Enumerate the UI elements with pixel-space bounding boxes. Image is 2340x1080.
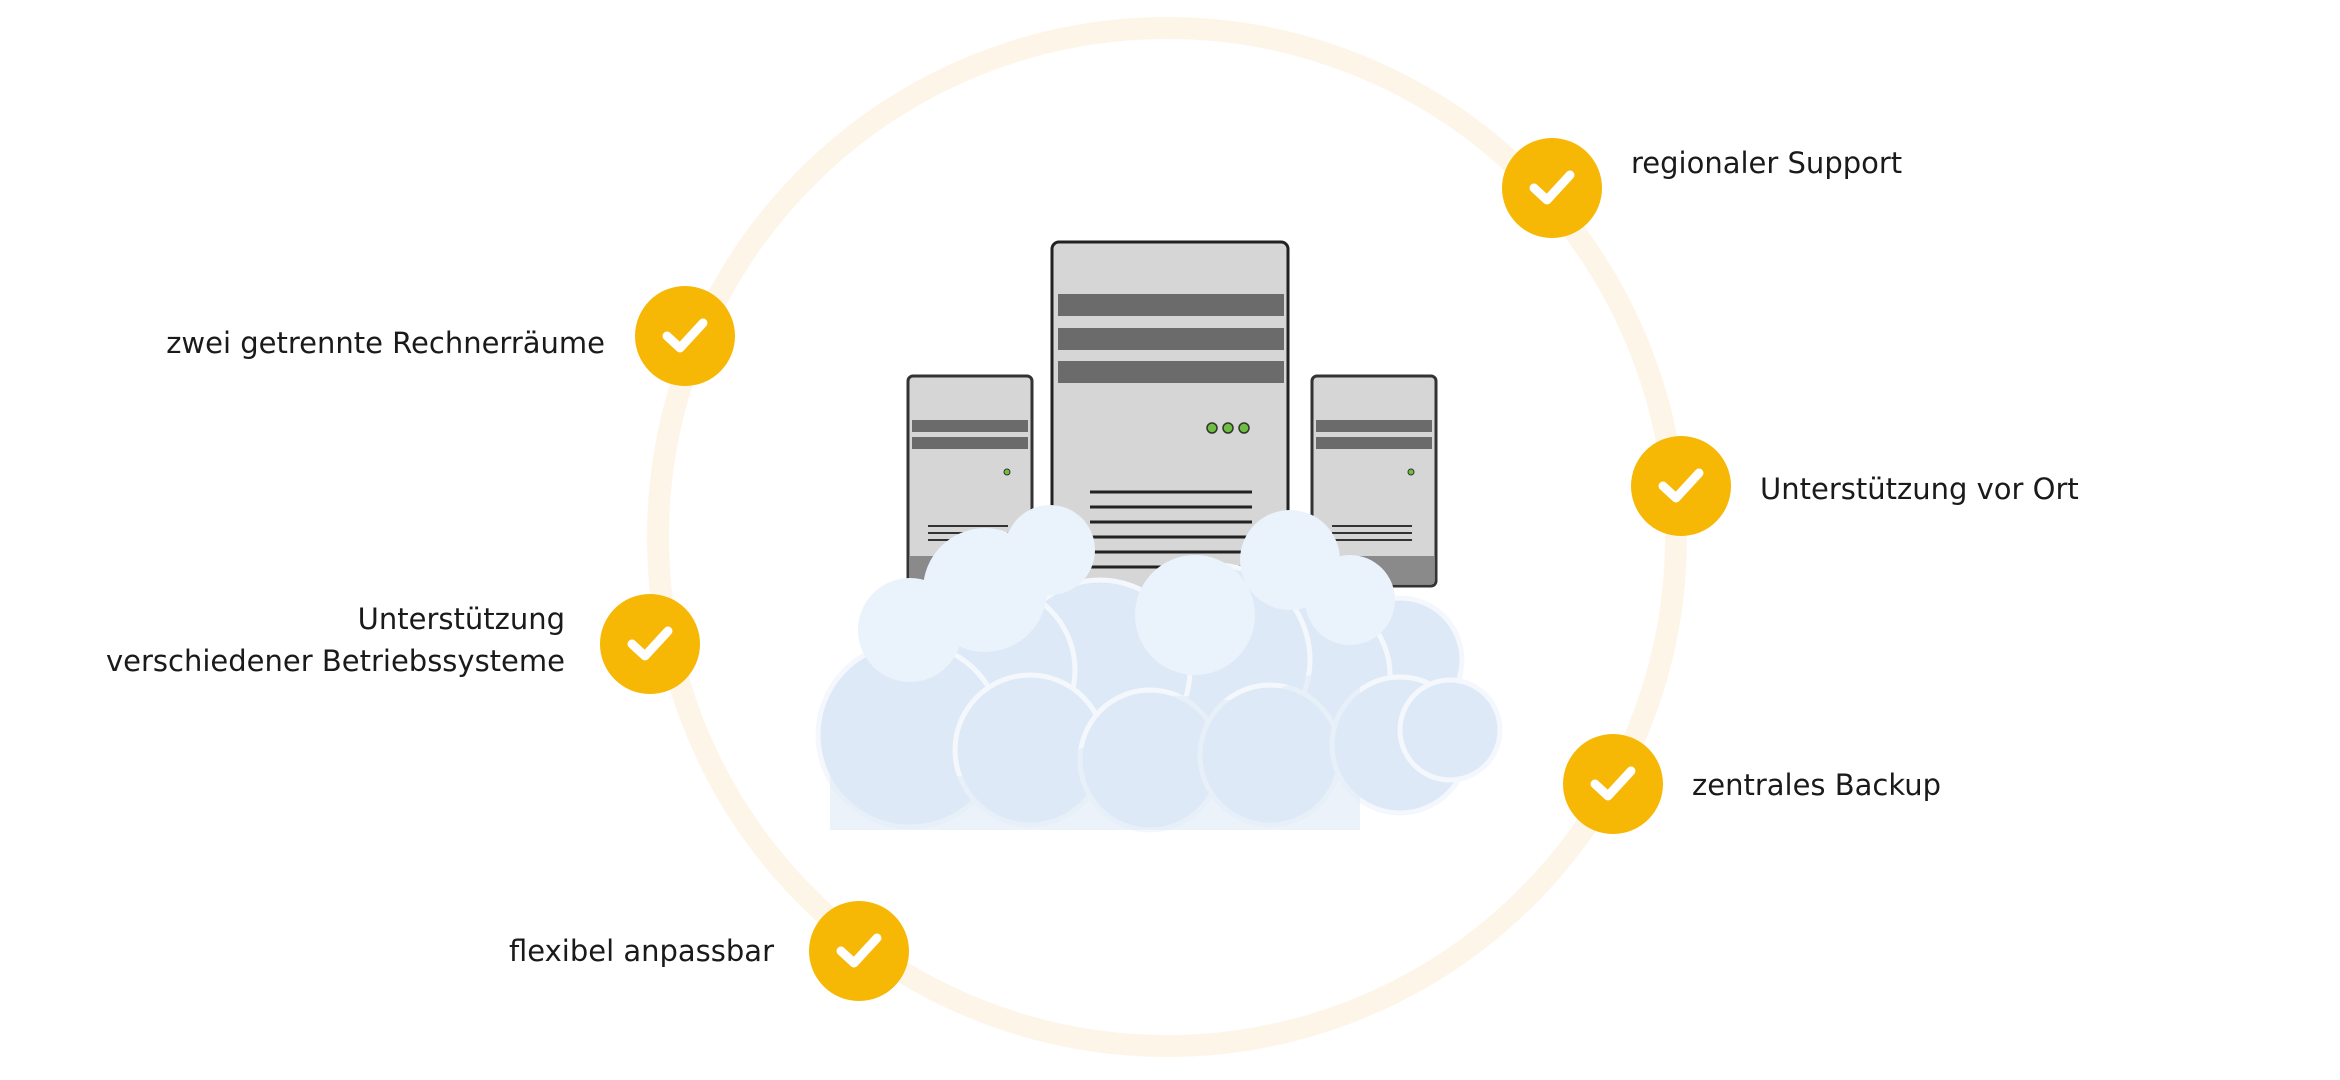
- feature-label-flexible: flexibel anpassbar: [509, 934, 774, 968]
- feature-label-multi-os-line2: verschiedener Betriebssysteme: [105, 644, 565, 678]
- check-icon: [1590, 766, 1636, 801]
- check-icon: [1529, 170, 1575, 205]
- server-right-icon: [1310, 374, 1438, 588]
- check-icon: [662, 318, 708, 353]
- check-icon: [836, 933, 882, 968]
- feature-label-onsite-support: Unterstützung vor Ort: [1760, 472, 2079, 506]
- feature-label-multi-os-line1: Unterstützung: [357, 602, 565, 636]
- feature-label-two-server-rooms: zwei getrennte Rechnerräume: [166, 326, 605, 360]
- check-badge-flexible: [809, 901, 909, 1001]
- feature-label-central-backup: zentrales Backup: [1692, 768, 1942, 802]
- check-badge-central-backup: [1563, 734, 1663, 834]
- check-badge-multi-os: [600, 594, 700, 694]
- check-icon: [1658, 468, 1704, 503]
- server-cloud-illustration: [815, 240, 1503, 833]
- check-badge-onsite-support: [1631, 436, 1731, 536]
- check-badge-two-server-rooms: [635, 286, 735, 386]
- feature-label-regional-support: regionaler Support: [1631, 146, 1903, 180]
- feature-label-multi-os: Unterstützung verschiedener Betriebssyst…: [106, 598, 565, 682]
- check-badge-regional-support: [1502, 138, 1602, 238]
- check-icon: [627, 626, 673, 661]
- cloud-icon: [815, 505, 1503, 833]
